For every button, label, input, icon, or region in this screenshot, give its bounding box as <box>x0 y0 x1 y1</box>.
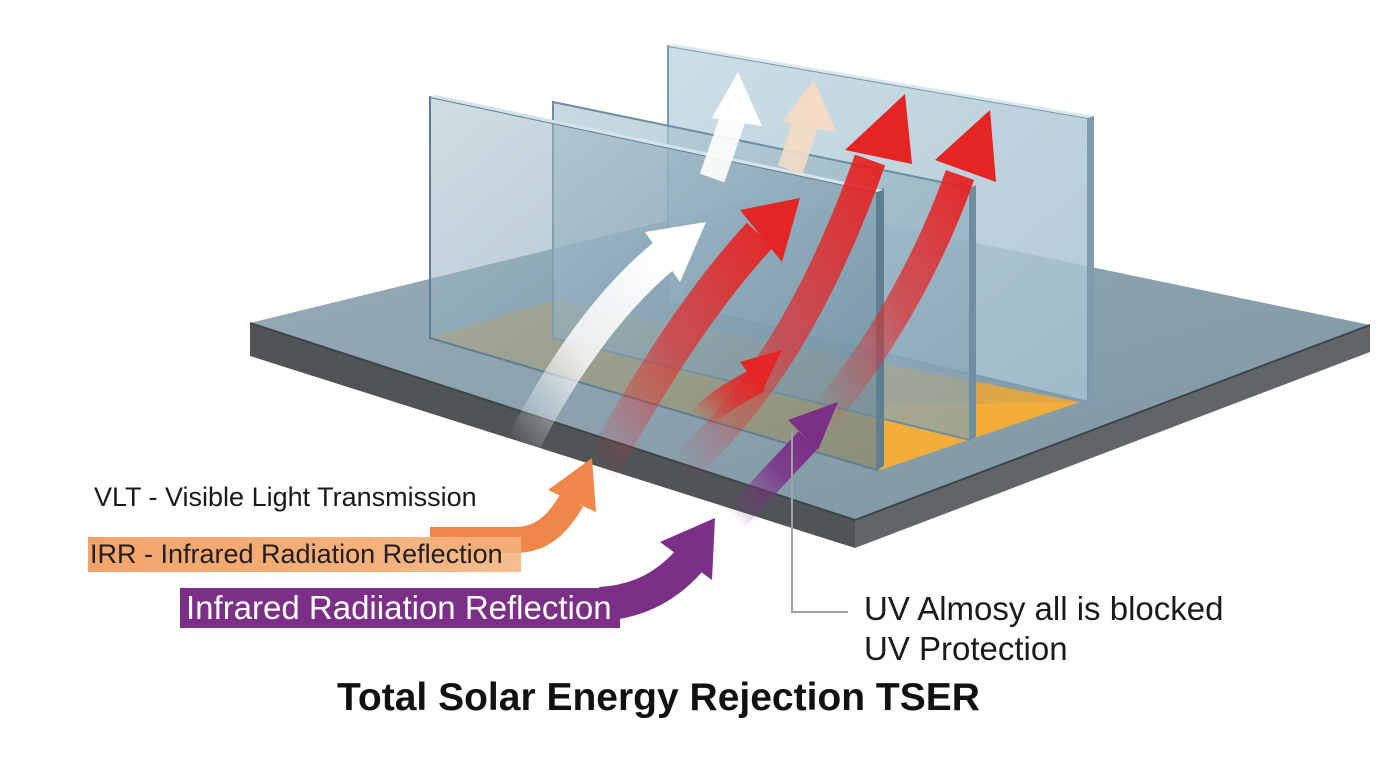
vlt-label: VLT - Visible Light Transmission <box>90 482 481 513</box>
red-arrow-icon <box>584 94 996 483</box>
irr-label: IRR - Infrared Radiation Reflection <box>88 537 521 572</box>
uv-blocked-label: UV Almosy all is blocked <box>864 590 1224 627</box>
base-slab-right <box>855 325 1370 548</box>
diagram-title: Total Solar Energy Rejection TSER <box>337 676 980 719</box>
white-arrow-icon <box>504 72 762 458</box>
base-slab-front <box>250 323 855 548</box>
cream-arrow-icon <box>777 80 836 175</box>
uv-leader-line <box>791 432 848 613</box>
purple-arrow-icon <box>725 402 838 529</box>
ir-reflection-label: Infrared Radiiation Reflection <box>180 588 620 628</box>
uv-protection-label: UV Protection <box>864 630 1068 667</box>
